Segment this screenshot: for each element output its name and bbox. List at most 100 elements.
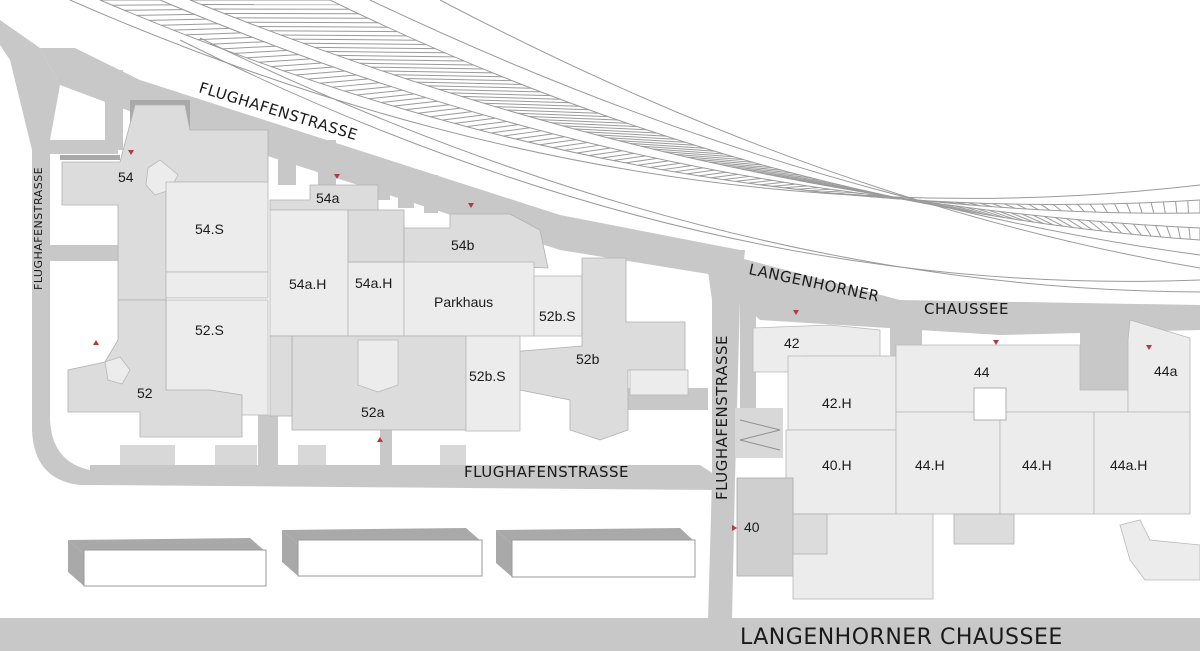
railway-tie xyxy=(515,133,553,140)
building-44H-1 xyxy=(895,411,1001,515)
building-42H xyxy=(787,355,897,431)
railway-tie xyxy=(528,115,618,121)
building-54aH-2 xyxy=(347,261,405,337)
railway-tie xyxy=(319,78,369,84)
railway-tie xyxy=(833,191,854,194)
label-52S: 52.S xyxy=(195,322,224,338)
railway-tie xyxy=(234,49,288,54)
entrance-markers xyxy=(93,150,1152,531)
label-parkhaus: Parkhaus xyxy=(434,294,493,310)
parking-stalls xyxy=(120,408,783,465)
label-40: 40 xyxy=(744,519,760,535)
railway-tie xyxy=(325,50,445,54)
railway-tie xyxy=(381,97,426,103)
building-54S xyxy=(165,181,269,273)
label-52a: 52a xyxy=(361,404,385,420)
railway-tie xyxy=(708,161,773,169)
railway-tie xyxy=(416,81,522,85)
railway-tie xyxy=(1155,225,1162,238)
railway-tie xyxy=(798,179,850,188)
railway-tie xyxy=(1032,214,1054,226)
railway-tie xyxy=(314,46,436,50)
railway-tie xyxy=(185,32,241,36)
railway-tie xyxy=(495,106,589,111)
railway-tie xyxy=(1188,227,1191,240)
railway-tie xyxy=(784,185,808,189)
railway-tie xyxy=(921,200,957,210)
label-44H-1: 44.H xyxy=(915,457,945,473)
street-label-langenhorner-bottom: LANGENHORNER CHAUSSEE xyxy=(740,625,1063,650)
street-label-flughafenstrasse-left: FLUGHAFENSTRASSE xyxy=(32,167,45,290)
railway-tie xyxy=(148,18,207,21)
railway-ties xyxy=(100,0,1200,240)
road-flughafenstrasse-vertical xyxy=(705,250,745,620)
railway-tie xyxy=(1028,203,1039,211)
railway-tie xyxy=(1126,203,1132,214)
railway-tie xyxy=(393,74,503,78)
railway-tie xyxy=(503,130,542,137)
railway-tie xyxy=(450,92,551,97)
railway-tie xyxy=(1004,203,1016,209)
railway-tie xyxy=(943,201,958,205)
railway-tie xyxy=(1043,215,1064,227)
label-40H: 40.H xyxy=(822,457,852,473)
railway-tie xyxy=(697,159,763,166)
street-label-flughafenstrasse-bottom: FLUGHAFENSTRASSE xyxy=(464,463,629,481)
railway-tie xyxy=(540,119,628,124)
label-52bS-2: 52b.S xyxy=(469,368,506,384)
railway-tie xyxy=(1138,202,1143,214)
railway-tie xyxy=(988,209,1015,220)
railway-tie xyxy=(1066,218,1084,230)
railway-tie xyxy=(466,120,507,128)
railway-tie xyxy=(753,171,811,179)
building-52bS-1 xyxy=(533,275,583,337)
railway-tie xyxy=(1150,202,1155,214)
railway-tie xyxy=(246,54,299,59)
railway-tie xyxy=(772,183,796,187)
railway-tie xyxy=(613,155,646,162)
railway-tie xyxy=(1077,219,1093,231)
railway-tie xyxy=(527,136,565,143)
building-52bS-2 xyxy=(465,335,521,432)
railway-tie xyxy=(161,23,218,26)
railway-tie xyxy=(663,151,734,158)
railway-tie xyxy=(649,162,681,168)
railway-tie xyxy=(337,54,455,58)
railway-tie xyxy=(1177,226,1181,239)
railway-tracks xyxy=(69,0,1200,293)
label-44aH: 44a.H xyxy=(1110,457,1147,473)
railway-tie xyxy=(576,147,611,154)
railway-tie xyxy=(1021,213,1045,225)
railway-tie xyxy=(588,150,623,157)
railway-tie xyxy=(344,86,392,92)
railway-tie xyxy=(618,140,695,146)
railway-tie xyxy=(652,148,724,155)
railway-tie xyxy=(438,88,541,93)
railway-tie xyxy=(359,62,474,66)
railway-tie xyxy=(601,152,634,159)
railway-tie xyxy=(910,199,947,209)
buildings-lower xyxy=(83,539,696,587)
railway-tie xyxy=(356,89,403,96)
railway-tie xyxy=(719,163,782,171)
railway-tie xyxy=(662,165,692,171)
railway-tie xyxy=(124,9,184,11)
railway-tie xyxy=(686,156,753,163)
railway-tie xyxy=(348,58,465,62)
railway-tie xyxy=(979,202,993,208)
railway-tie xyxy=(585,131,666,137)
railway-tie xyxy=(506,109,599,114)
railway-tie xyxy=(932,202,967,212)
label-52b: 52b xyxy=(576,351,600,367)
label-54a: 54a xyxy=(316,190,340,206)
railway-tie xyxy=(967,202,981,207)
railway-tie xyxy=(1089,203,1097,213)
railway-tie xyxy=(764,173,821,181)
label-52: 52 xyxy=(137,385,153,401)
railway-tie xyxy=(1162,201,1166,214)
railway-tie xyxy=(405,104,449,111)
railway-tie xyxy=(246,21,378,24)
railway-tie xyxy=(596,134,676,140)
